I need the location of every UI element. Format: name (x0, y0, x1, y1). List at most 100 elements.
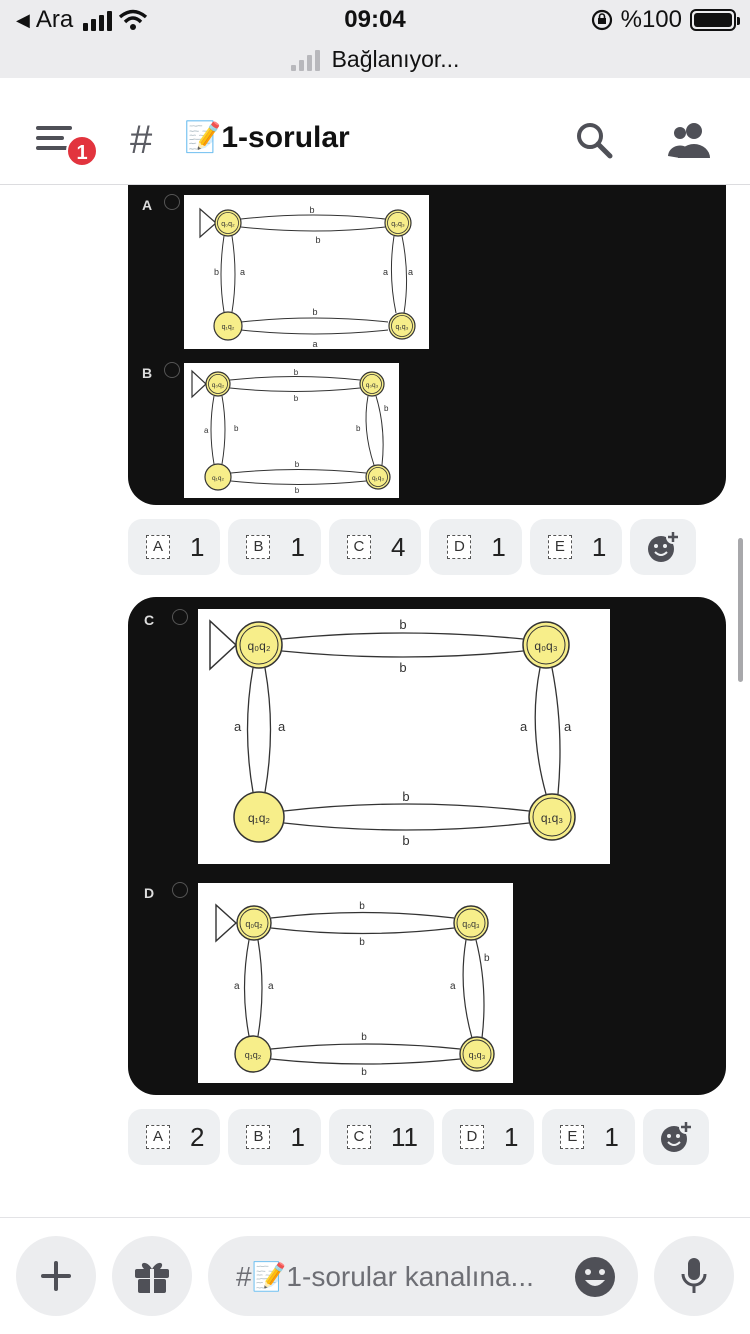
automaton-diagram-a: b b b a b a a a q₀q₂ q₀q₃ q₁q₂ q₁q₃ (184, 195, 429, 349)
option-radio-b (164, 362, 180, 378)
svg-text:a: a (234, 719, 242, 734)
svg-text:b: b (399, 660, 406, 675)
svg-text:b: b (315, 235, 320, 245)
option-label-b: B (142, 365, 153, 381)
svg-text:q₁q₂: q₁q₂ (212, 475, 224, 482)
smile-icon[interactable] (574, 1256, 616, 1298)
reaction-count: 1 (190, 531, 205, 562)
search-icon[interactable] (574, 120, 614, 160)
gift-button[interactable] (112, 1236, 192, 1316)
hamburger-icon[interactable] (36, 126, 76, 156)
svg-text:b: b (359, 937, 365, 948)
add-reaction-button[interactable] (642, 1109, 709, 1165)
svg-text:q₀q₂: q₀q₂ (221, 221, 235, 228)
svg-text:b: b (234, 424, 239, 433)
svg-text:b: b (295, 460, 300, 469)
svg-text:q₁q₃: q₁q₃ (372, 475, 384, 482)
members-icon[interactable] (666, 120, 712, 160)
message-image-ab[interactable]: A b b b a b a a a q₀q₂ (128, 185, 726, 505)
plus-icon (41, 1261, 71, 1291)
svg-text:q₁q₃: q₁q₃ (469, 1050, 486, 1060)
svg-text:a: a (383, 267, 388, 277)
svg-text:a: a (204, 426, 209, 435)
add-reaction-icon (660, 1120, 693, 1152)
svg-text:b: b (214, 267, 219, 277)
svg-text:a: a (268, 981, 274, 992)
svg-text:q₀q₂: q₀q₂ (248, 639, 271, 653)
signal-icon (83, 9, 113, 31)
svg-text:a: a (240, 267, 245, 277)
reaction-count: 1 (491, 531, 506, 562)
option-label-c: C (144, 612, 155, 628)
svg-text:a: a (312, 339, 317, 349)
back-arrow-icon[interactable]: ◀ (16, 9, 30, 30)
reaction-emoji: E (547, 535, 572, 559)
voice-button[interactable] (654, 1236, 734, 1316)
svg-text:b: b (384, 404, 389, 413)
option-radio-a (164, 194, 180, 210)
reaction-emoji: C (346, 535, 371, 559)
option-radio-c (172, 609, 188, 625)
message-input-placeholder: #📝1-sorular kanalına... (236, 1260, 534, 1292)
microphone-icon (681, 1258, 707, 1293)
svg-text:q₁q₃: q₁q₃ (396, 324, 409, 331)
channel-title[interactable]: 📝1-sorular (184, 121, 350, 154)
svg-text:b: b (399, 617, 406, 632)
scrollbar-thumb[interactable] (738, 538, 743, 682)
message-feed[interactable]: A b b b a b a a a q₀q₂ (0, 185, 750, 1217)
reaction-emoji: A (146, 535, 170, 559)
svg-text:q₀q₃: q₀q₃ (534, 639, 557, 653)
wifi-icon (119, 9, 148, 30)
svg-text:q₀q₃: q₀q₃ (462, 919, 480, 929)
svg-text:b: b (312, 307, 317, 317)
option-label-a: A (142, 197, 153, 213)
reaction-count: 1 (503, 1121, 519, 1152)
reaction-emoji: B (246, 535, 271, 559)
reaction-count: 1 (604, 1121, 619, 1152)
channel-hash-icon: # (130, 118, 153, 162)
status-bar: ◀ Ara 09:04 %100 Bağlanıyor... (0, 0, 750, 78)
svg-text:q₀q₂: q₀q₂ (245, 919, 263, 929)
add-reaction-icon (648, 530, 681, 562)
add-reaction-button[interactable] (630, 519, 697, 575)
reaction-count: 4 (390, 531, 406, 562)
carrier-group: ◀ Ara (16, 6, 148, 34)
svg-text:b: b (295, 486, 300, 495)
clock: 09:04 (344, 6, 406, 33)
battery-group: %100 (591, 6, 740, 34)
battery-icon (690, 9, 740, 31)
message-input[interactable]: #📝1-sorular kanalına... (208, 1236, 638, 1316)
automaton-diagram-b: b b b b a b b b q₀q₂ q₀q₃ q₁q₂ q₁q₃ (184, 363, 399, 498)
connecting-signal-icon (290, 49, 320, 71)
attach-button[interactable] (16, 1236, 96, 1316)
svg-text:a: a (234, 981, 240, 992)
svg-text:b: b (359, 901, 365, 912)
reaction-emoji: D (447, 535, 472, 559)
svg-text:b: b (361, 1032, 367, 1043)
svg-text:q₀q₂: q₀q₂ (212, 382, 225, 389)
message-image-cd[interactable]: C b b b b a a a a q₀q₂ (128, 597, 726, 1095)
option-label-d: D (144, 885, 155, 901)
svg-text:a: a (408, 267, 413, 277)
svg-text:b: b (402, 833, 409, 848)
connection-status: Bağlanıyor... (0, 46, 750, 73)
svg-text:a: a (520, 719, 528, 734)
reaction-count: 11 (390, 1121, 418, 1152)
reaction-emoji: A (146, 1125, 170, 1149)
reaction-count: 1 (290, 531, 305, 562)
unread-badge: 1 (66, 135, 98, 167)
reaction-count: 1 (290, 1121, 305, 1152)
svg-text:q₀q₃: q₀q₃ (366, 382, 379, 389)
svg-text:q₁q₂: q₁q₂ (248, 811, 270, 825)
